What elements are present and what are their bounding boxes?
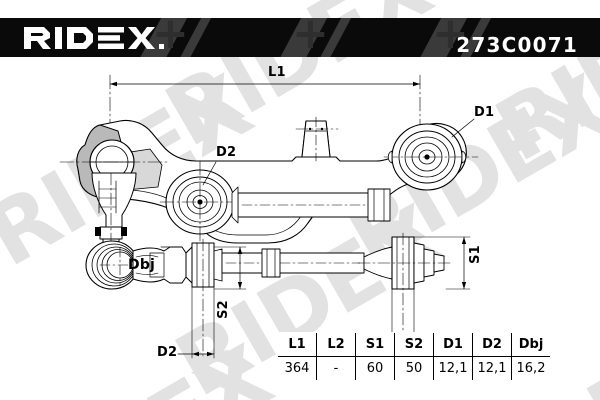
dim-D2-side xyxy=(177,286,215,359)
spec-header-cell: D1 xyxy=(433,333,473,357)
callout-S1-side: S1 xyxy=(467,245,483,264)
top-view-arm xyxy=(59,116,479,266)
header-bar: + + + xyxy=(0,18,600,57)
callout-D2: D2 xyxy=(216,145,237,160)
spec-table: L1 L2 S1 S2 D1 D2 Dbj 364 - 60 50 12,1 1… xyxy=(277,332,551,381)
technical-drawing: L1 D2 D1 Dbj D2 S2 D1 S1 xyxy=(0,57,600,400)
callout-Dbj: Dbj xyxy=(128,257,156,273)
spec-header-cell: L2 xyxy=(316,333,356,357)
dim-S1 xyxy=(413,236,471,290)
part-number: 273C0071 xyxy=(456,33,578,57)
callout-D1: D1 xyxy=(474,105,495,120)
ridex-logo xyxy=(24,26,174,50)
spec-value-cell: - xyxy=(316,356,356,380)
spec-value-cell: 50 xyxy=(394,356,434,380)
spec-value-cell: 12,1 xyxy=(472,356,512,380)
spec-header-cell: L1 xyxy=(278,333,317,357)
spec-header-cell: S1 xyxy=(355,333,395,357)
callout-L1: L1 xyxy=(268,65,286,80)
spec-value-cell: 60 xyxy=(355,356,395,380)
spec-value-cell: 364 xyxy=(278,356,317,380)
spec-header-cell: D2 xyxy=(472,333,512,357)
side-view-arm xyxy=(85,232,471,360)
spec-value-cell: 16,2 xyxy=(511,356,550,380)
dim-S2 xyxy=(213,246,247,290)
spec-header-cell: S2 xyxy=(394,333,434,357)
spec-header-cell: Dbj xyxy=(511,333,550,357)
spec-table-header-row: L1 L2 S1 S2 D1 D2 Dbj xyxy=(278,333,550,357)
header-watermark: + + + xyxy=(0,18,600,57)
callout-D2-side: D2 xyxy=(157,345,178,360)
spec-value-cell: 12,1 xyxy=(433,356,473,380)
spec-table-value-row: 364 - 60 50 12,1 12,1 16,2 xyxy=(278,356,550,380)
callout-S2-side: S2 xyxy=(215,300,231,319)
